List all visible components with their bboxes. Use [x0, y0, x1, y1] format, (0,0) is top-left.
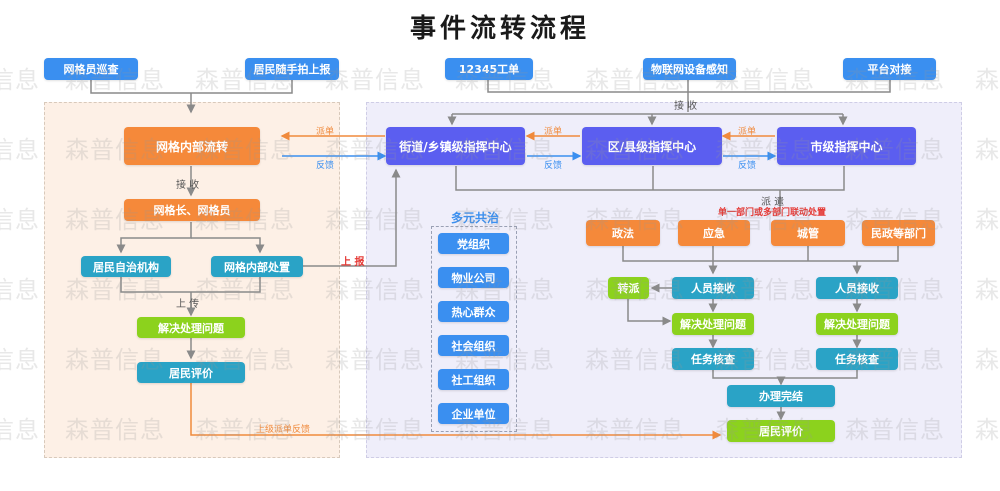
command-center-street[interactable]: 街道/乡镇级指挥中心 [386, 127, 525, 165]
resident-evaluation-left[interactable]: 居民评价 [137, 362, 245, 383]
transfer-box[interactable]: 转派 [608, 277, 649, 299]
department-civil-affairs[interactable]: 民政等部门 [862, 220, 935, 246]
multi-governance-group [431, 226, 517, 432]
receive-label-right: 接 收 [674, 101, 698, 112]
report-up-label: 上 报 [341, 257, 365, 268]
resident-evaluation-right[interactable]: 居民评价 [727, 420, 835, 442]
source-resident-report[interactable]: 居民随手拍上报 [245, 58, 339, 80]
command-center-city[interactable]: 市级指挥中心 [777, 127, 916, 165]
multi-item-property[interactable]: 物业公司 [438, 267, 509, 288]
dispatch-label-right: 派单 [738, 127, 757, 137]
superior-feedback-label: 上级派单反馈 [256, 425, 311, 435]
feedback-label-right: 反馈 [738, 161, 757, 171]
line-left-sources [90, 80, 293, 94]
linkage-note: 单一部门或多部门联动处置 [718, 208, 827, 218]
solve-problem-2[interactable]: 解决处理问题 [816, 313, 898, 335]
line-upload [120, 277, 261, 293]
feedback-label-left: 反馈 [316, 161, 335, 171]
department-political-legal[interactable]: 政法 [586, 220, 660, 246]
multi-item-enterprise[interactable]: 企业单位 [438, 403, 509, 424]
multi-item-volunteers[interactable]: 热心群众 [438, 301, 509, 322]
completed-box[interactable]: 办理完结 [727, 385, 835, 407]
assign-label: 派 遣 [761, 197, 785, 208]
receive-label-left: 接 收 [176, 180, 200, 191]
staff-receive-2[interactable]: 人员接收 [816, 277, 898, 299]
task-check-1[interactable]: 任务核查 [672, 348, 754, 370]
solve-problem-left[interactable]: 解决处理问题 [137, 317, 245, 338]
grid-internal-panel [44, 102, 340, 458]
multi-governance-title: 多元共治 [451, 211, 500, 225]
line-right-sources [487, 80, 891, 93]
dispatch-label-left: 派单 [316, 127, 335, 137]
source-platform-integration[interactable]: 平台对接 [843, 58, 936, 80]
source-12345-ticket[interactable]: 12345工单 [445, 58, 533, 80]
grid-staff[interactable]: 网格长、网格员 [124, 199, 260, 221]
line-centers-merge [455, 166, 845, 191]
grid-internal-transfer[interactable]: 网格内部流转 [124, 127, 260, 165]
department-urban-management[interactable]: 城管 [771, 220, 845, 246]
staff-receive-1[interactable]: 人员接收 [672, 277, 754, 299]
line-report-up [303, 168, 401, 267]
line-superior-feedback [190, 383, 722, 440]
multi-item-social-org[interactable]: 社会组织 [438, 335, 509, 356]
command-center-district[interactable]: 区/县级指挥中心 [582, 127, 722, 165]
source-iot-sensing[interactable]: 物联网设备感知 [643, 58, 736, 80]
feedback-label-mid: 反馈 [544, 161, 563, 171]
solve-problem-1[interactable]: 解决处理问题 [672, 313, 754, 335]
grid-internal-handling[interactable]: 网格内部处置 [211, 256, 303, 277]
line-split [116, 222, 192, 254]
upload-label: 上 传 [176, 299, 200, 310]
task-check-2[interactable]: 任务核查 [816, 348, 898, 370]
line-departments [622, 246, 899, 262]
multi-item-social-work[interactable]: 社工组织 [438, 369, 509, 390]
dispatch-label-mid: 派单 [544, 127, 563, 137]
source-grid-patrol[interactable]: 网格员巡查 [44, 58, 138, 80]
department-emergency[interactable]: 应急 [678, 220, 750, 246]
line-check-merge [712, 370, 858, 379]
resident-autonomy-org[interactable]: 居民自治机构 [81, 256, 171, 277]
page-title: 事件流转流程 [409, 14, 590, 44]
multi-item-party[interactable]: 党组织 [438, 233, 509, 254]
